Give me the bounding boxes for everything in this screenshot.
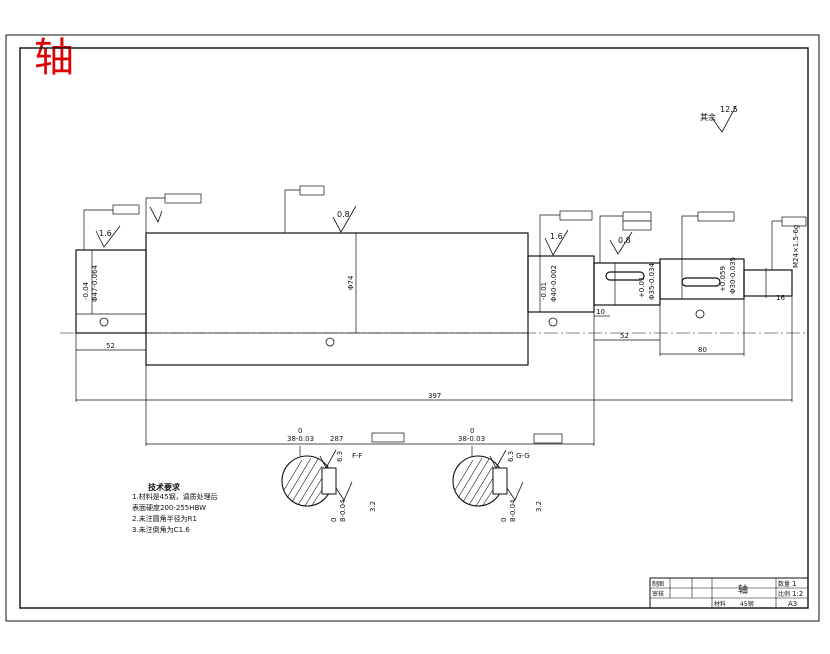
dim-left-bottom: Φ47-0.064 (91, 264, 99, 302)
technical-requirements: 技术要求 1.材料是45钢，调质处理后 表面硬度200-255HBW 2.未注圆… (132, 482, 218, 534)
global-roughness-label: 其余 (700, 112, 716, 122)
rough-1: 1.6 (99, 229, 112, 238)
dim-r1-top: +0.01 (638, 277, 646, 298)
title-block-qty: 1 (792, 580, 796, 588)
dim-left-top: -0.04 (82, 281, 90, 300)
len-r1: 52 (620, 332, 629, 340)
rough-4: 0.8 (618, 236, 631, 245)
title-block-scale-label: 比例 (778, 590, 790, 598)
tech-req-heading: 技术要求 (148, 482, 181, 492)
dim-mid-bottom: Φ40-0.002 (550, 265, 558, 302)
global-roughness-value: 12.5 (720, 105, 738, 114)
title-block-row2-label: 审核 (652, 590, 664, 598)
drawing-title: 轴 (34, 35, 74, 81)
tech-req-line-4: 3.未注倒角为C1.6 (132, 525, 190, 534)
dim-r1-bottom: Φ35-0.034 (648, 262, 656, 300)
rough-2: 0.8 (337, 210, 350, 219)
title-block-material-label: 材料 (714, 600, 726, 608)
section-a-depth-value: 8-0.04 (339, 499, 347, 522)
section-b-label: G-G (516, 452, 530, 460)
title-block-row1-label: 制图 (652, 580, 664, 588)
shaft-outline (75, 232, 793, 366)
len-mid: 287 (330, 435, 343, 443)
section-a-label: F-F (352, 452, 363, 460)
section-a-depth-top: 0 (330, 518, 338, 522)
title-block-sheet: A3 (788, 600, 797, 608)
inner-frame (19, 47, 809, 609)
section-a-rough-b: 3.2 (369, 501, 377, 512)
roughness-symbols (95, 105, 737, 256)
section-b-depth-top: 0 (500, 518, 508, 522)
section-a-tol-top: 0 (298, 427, 302, 435)
section-b (452, 446, 524, 507)
tech-req-line-2: 表面硬度200-255HBW (132, 503, 206, 512)
title-block: 制图 审核 轴 数量 1 比例 1:2 材料 45钢 A3 (649, 577, 809, 609)
dimension-lines (75, 233, 793, 446)
section-b-depth-value: 8-0.04 (509, 499, 517, 522)
dim-r2-bottom: Φ30-0.035 (729, 257, 737, 294)
section-a (281, 446, 353, 507)
title-block-scale: 1:2 (792, 590, 803, 598)
section-markers (99, 309, 705, 347)
section-b-rough-a: 6.3 (507, 451, 515, 462)
dim-mid-top: -0.01 (540, 282, 548, 300)
len-total: 397 (428, 392, 441, 400)
tolerance-leaders (83, 189, 782, 270)
tech-req-line-3: 2.未注圆角半径为R1 (132, 514, 197, 523)
len-step: 10 (596, 308, 605, 316)
section-b-rough-b: 3.2 (535, 501, 543, 512)
len-r2: 80 (698, 346, 707, 354)
len-end: 16 (776, 294, 785, 302)
tolerance-frames (112, 185, 807, 444)
section-a-tol-value: 38-0.03 (287, 435, 314, 443)
dim-main: Φ74 (347, 275, 355, 290)
title-block-name: 轴 (738, 583, 748, 596)
dim-r2-top: +0.059 (719, 266, 727, 292)
dim-end: M24×1.5-6g (792, 225, 800, 268)
tech-req-line-1: 1.材料是45钢，调质处理后 (132, 492, 218, 501)
len-left: 52 (106, 342, 115, 350)
outer-frame (5, 34, 820, 622)
rough-3: 1.6 (550, 232, 563, 241)
title-block-qty-label: 数量 (778, 580, 790, 588)
section-b-tol-value: 38-0.03 (458, 435, 485, 443)
title-block-material: 45钢 (740, 600, 754, 608)
section-b-tol-top: 0 (470, 427, 474, 435)
section-a-rough-a: 6.3 (336, 451, 344, 462)
